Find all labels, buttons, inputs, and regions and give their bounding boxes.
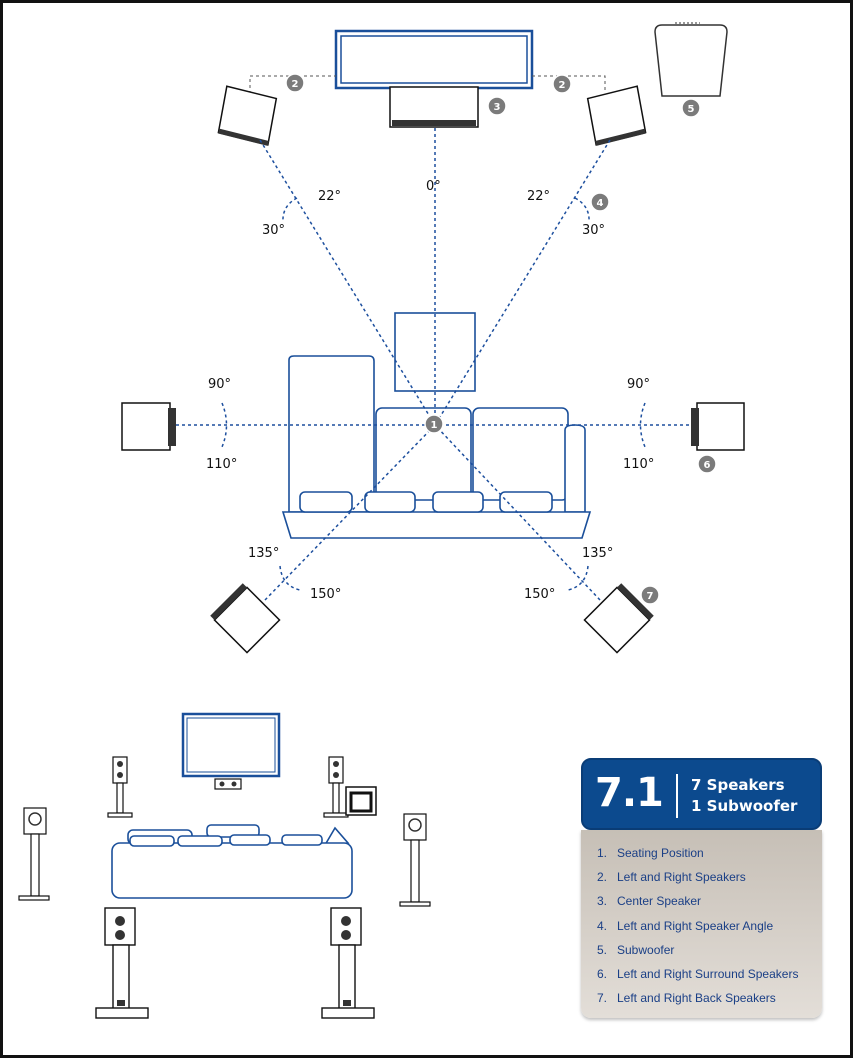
subwoofer-perspective bbox=[345, 786, 377, 816]
angle-front-right-outer: 30° bbox=[582, 223, 605, 238]
legend-list: 1.Seating Position 2.Left and Right Spea… bbox=[581, 830, 822, 1013]
legend-card: 7.1 7 Speakers 1 Subwoofer 1.Seating Pos… bbox=[581, 758, 822, 1018]
svg-text:7: 7 bbox=[647, 591, 654, 602]
tv-perspective bbox=[181, 712, 281, 778]
svg-text:1: 1 bbox=[431, 420, 438, 431]
legend-speaker-count: 7 Speakers bbox=[691, 776, 785, 794]
back-left-tower bbox=[95, 907, 149, 1019]
svg-text:2: 2 bbox=[559, 80, 566, 91]
back-right-tower bbox=[321, 907, 375, 1019]
legend-header: 7.1 7 Speakers 1 Subwoofer bbox=[581, 758, 822, 830]
badge-surround: 6 bbox=[697, 454, 717, 474]
sofa-top-view bbox=[281, 312, 592, 539]
badge-center: 3 bbox=[487, 96, 507, 116]
legend-item: 6.Left and Right Surround Speakers bbox=[597, 966, 799, 981]
angle-side-left-top: 90° bbox=[208, 377, 231, 392]
sofa-perspective bbox=[111, 824, 353, 899]
angle-back-right-bottom: 150° bbox=[524, 587, 555, 602]
angle-front-right-inner: 22° bbox=[527, 189, 550, 204]
back-right-speaker bbox=[583, 583, 654, 654]
badge-back: 7 bbox=[640, 585, 660, 605]
legend-config: 7.1 bbox=[595, 770, 664, 816]
legend-item: 2.Left and Right Speakers bbox=[597, 870, 746, 885]
center-speaker-perspective bbox=[214, 778, 242, 790]
front-right-tower bbox=[323, 756, 349, 818]
side-right-speaker bbox=[691, 402, 745, 451]
front-right-speaker bbox=[586, 85, 647, 146]
badge-angle: 4 bbox=[590, 192, 610, 212]
side-right-tower bbox=[399, 813, 431, 907]
legend-divider bbox=[676, 774, 678, 818]
front-left-speaker bbox=[217, 85, 278, 146]
svg-text:6: 6 bbox=[704, 460, 711, 471]
angle-back-left-bottom: 150° bbox=[310, 587, 341, 602]
legend-item: 5.Subwoofer bbox=[597, 942, 675, 957]
legend-subwoofer-count: 1 Subwoofer bbox=[691, 797, 798, 815]
subwoofer bbox=[654, 22, 728, 97]
angle-front-left-outer: 30° bbox=[262, 223, 285, 238]
legend-item: 1.Seating Position bbox=[597, 846, 704, 860]
svg-text:3: 3 bbox=[494, 102, 501, 113]
svg-text:2: 2 bbox=[292, 79, 299, 90]
angle-back-right-top: 135° bbox=[582, 546, 613, 561]
legend-item: 4.Left and Right Speaker Angle bbox=[597, 918, 774, 933]
back-left-speaker bbox=[210, 583, 281, 654]
svg-text:4: 4 bbox=[597, 198, 604, 209]
front-left-tower bbox=[107, 756, 133, 818]
side-left-tower bbox=[18, 807, 50, 901]
center-speaker bbox=[389, 86, 479, 128]
badge-seating: 1 bbox=[424, 414, 444, 434]
listening-lines bbox=[176, 128, 691, 601]
angle-side-right-bottom: 110° bbox=[623, 457, 654, 472]
badge-subwoofer: 5 bbox=[681, 98, 701, 118]
angle-front-left-inner: 22° bbox=[318, 189, 341, 204]
legend-item: 7.Left and Right Back Speakers bbox=[597, 991, 776, 1006]
right-speaker-guide bbox=[532, 75, 606, 92]
side-left-speaker bbox=[121, 402, 176, 451]
badge-front-left: 2 bbox=[285, 73, 305, 93]
angle-side-right-top: 90° bbox=[627, 377, 650, 392]
angle-back-left-top: 135° bbox=[248, 546, 279, 561]
badge-front-right: 2 bbox=[552, 74, 572, 94]
angle-center: 0° bbox=[426, 179, 441, 194]
legend-item: 3.Center Speaker bbox=[597, 894, 702, 909]
svg-text:5: 5 bbox=[688, 104, 695, 115]
angle-side-left-bottom: 110° bbox=[206, 457, 237, 472]
tv-top-view bbox=[334, 29, 534, 90]
legend-body: 1.Seating Position 2.Left and Right Spea… bbox=[581, 830, 822, 1018]
